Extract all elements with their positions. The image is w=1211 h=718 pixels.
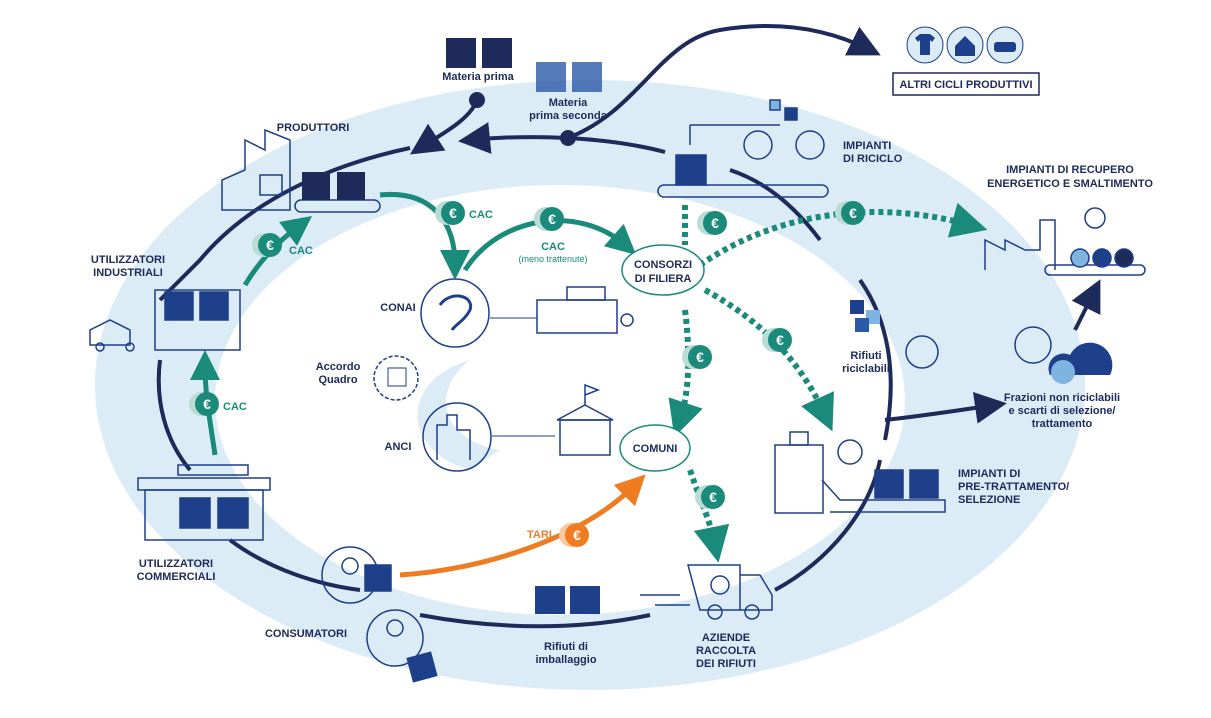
label-rifiuti-riciclabili: riciclabili	[842, 363, 890, 375]
consortium-building-icon	[536, 286, 634, 334]
label-aziende-raccolta: DEI RIFIUTI	[696, 658, 756, 670]
label-impianti-recupero: IMPIANTI DI RECUPERO	[1006, 164, 1134, 176]
label-altri-cicli: ALTRI CICLI PRODUTTIVI	[899, 79, 1032, 91]
euro-symbol: €	[696, 349, 704, 365]
euro-coin-icon: €	[835, 201, 865, 225]
label-tari: TARI	[527, 529, 552, 541]
altri-cicli-icons	[906, 26, 1024, 64]
label-utilizzatori-industriali: INDUSTRIALI	[93, 267, 163, 279]
truck-icon	[640, 564, 773, 620]
label-consorzi: CONSORZI	[634, 259, 692, 271]
consumer-icon	[321, 546, 438, 683]
label-conai: CONAI	[380, 302, 415, 314]
euro-coin-icon: €	[697, 211, 727, 235]
label-utilizzatori-commerciali: COMMERCIALI	[137, 571, 216, 583]
altri-cicli-box	[892, 72, 1040, 96]
euro-coin-icon: €	[695, 485, 725, 509]
dotted-flows	[668, 202, 988, 563]
label-consumatori: CONSUMATORI	[265, 628, 347, 640]
inner-area	[215, 185, 905, 615]
conveyor-icon	[294, 172, 381, 213]
label-rifiuti-imballaggio: Rifiuti di	[544, 641, 588, 653]
euro-symbol: €	[709, 489, 717, 505]
shirt-icon	[915, 34, 935, 55]
label-frazioni: trattamento	[1032, 418, 1093, 430]
label-produttori: PRODUTTORI	[277, 122, 350, 134]
label-materia-prima-seconda: Materia	[549, 97, 588, 109]
euro-coin-icon: €	[762, 328, 792, 352]
agreement-seal-icon	[373, 355, 419, 401]
non-recyclable-icon	[1014, 326, 1113, 384]
label-consorzi: DI FILIERA	[635, 273, 692, 285]
materia-prima-seconda-icon	[536, 62, 602, 92]
label-impianti-riciclo: DI RICICLO	[843, 153, 903, 165]
euro-coin-icon: €	[252, 233, 282, 257]
label-pretrattamento: SELEZIONE	[958, 494, 1020, 506]
euro-symbol: €	[573, 527, 581, 543]
label-accordo-quadro: Accordo	[316, 361, 361, 373]
label-anci: ANCI	[385, 441, 412, 453]
recycle-icon	[905, 335, 939, 369]
forklift-icon	[89, 289, 241, 352]
recycling-plant-icon	[657, 99, 829, 198]
label-cac: CAC	[223, 401, 247, 413]
selection-plant-icon	[774, 431, 946, 514]
euro-symbol: €	[776, 332, 784, 348]
euro-coin-icon: €	[559, 523, 589, 547]
label-rifiuti-imballaggio: imballaggio	[535, 654, 596, 666]
node-dot	[469, 92, 485, 108]
euro-symbol: €	[449, 205, 457, 221]
materia-prima-icon	[446, 38, 512, 68]
euro-coin-icon: €	[682, 345, 712, 369]
euro-coin-icon: €	[435, 201, 465, 225]
municipality-icon	[556, 383, 614, 456]
comuni-node[interactable]	[619, 424, 691, 472]
house-icon	[955, 36, 975, 56]
car-icon	[994, 42, 1016, 52]
label-materia-prima: Materia prima	[442, 71, 514, 83]
label-frazioni: e scarti di selezione/	[1009, 405, 1116, 417]
euro-coin-icon: €	[189, 392, 219, 416]
conai-logo-icon	[420, 278, 490, 348]
euro-symbol: €	[548, 211, 556, 227]
label-frazioni: Frazioni non riciclabili	[1004, 392, 1120, 404]
label-utilizzatori-commerciali: UTILIZZATORI	[139, 558, 213, 570]
factory-icon	[221, 128, 291, 211]
euro-symbol: €	[711, 215, 719, 231]
label-comuni: COMUNI	[633, 443, 678, 455]
euro-coin-icon: €	[534, 207, 564, 231]
waste-packaging-icon	[535, 586, 600, 614]
consorzi-node[interactable]	[621, 244, 705, 296]
tari-flow	[399, 474, 646, 578]
label-pretrattamento: IMPIANTI DI	[958, 468, 1020, 480]
energy-plant-icon	[984, 207, 1146, 276]
node-dot	[560, 130, 576, 146]
euro-symbol: €	[849, 205, 857, 221]
label-cac-meno: (meno trattenute)	[518, 254, 587, 264]
label-cac-meno: CAC	[541, 241, 565, 253]
label-rifiuti-riciclabili: Rifiuti	[850, 350, 881, 362]
label-impianti-riciclo: IMPIANTI	[843, 140, 891, 152]
label-cac: CAC	[469, 209, 493, 221]
euro-coins: € € € € € € € € € €	[189, 201, 865, 547]
euro-symbol: €	[203, 396, 211, 412]
anci-castle-icon	[422, 402, 492, 472]
label-materia-prima-seconda: prima seconda	[529, 110, 608, 122]
label-aziende-raccolta: RACCOLTA	[696, 645, 756, 657]
label-utilizzatori-industriali: UTILIZZATORI	[91, 254, 165, 266]
label-cac: CAC	[289, 245, 313, 257]
inner-swirl	[417, 360, 500, 470]
label-impianti-recupero: ENERGETICO E SMALTIMENTO	[987, 178, 1153, 190]
shop-icon	[137, 464, 271, 541]
label-pretrattamento: PRE-TRATTAMENTO/	[958, 481, 1069, 493]
euro-symbol: €	[266, 237, 274, 253]
recyclable-waste-icon	[850, 300, 939, 369]
label-aziende-raccolta: AZIENDE	[702, 632, 750, 644]
label-accordo-quadro: Quadro	[318, 374, 357, 386]
